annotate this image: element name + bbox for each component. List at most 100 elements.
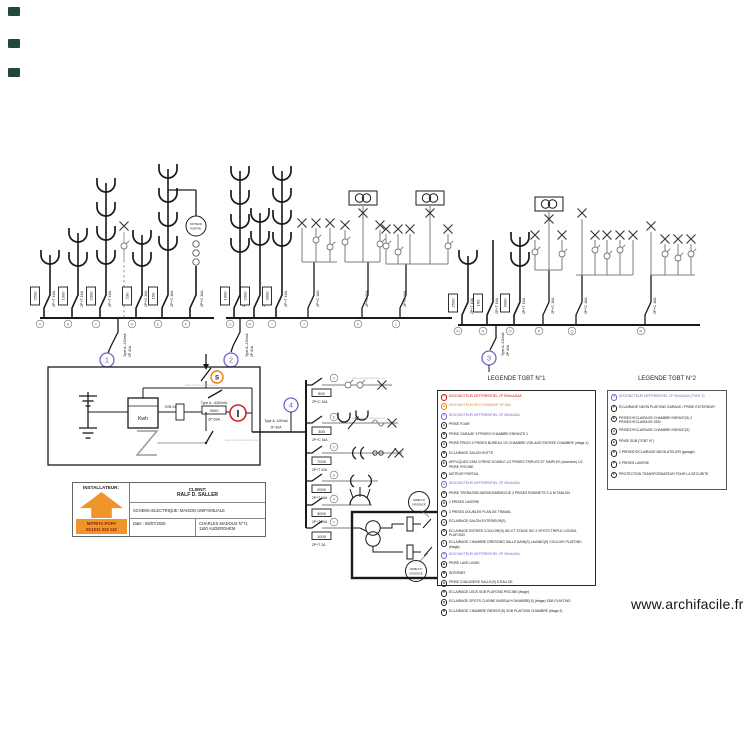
legend-item-label: 2 PRISES LAVERIE bbox=[448, 500, 480, 505]
legend-item: H 2 PRISES LAVERIE bbox=[440, 500, 594, 508]
date-label: Date : 08/07/2025 bbox=[133, 521, 166, 526]
circuit-branch-K: 2P+C 16A bbox=[339, 190, 386, 318]
feed-2: Type A- Δ30mA 2P 40A 2 bbox=[223, 318, 254, 368]
svg-text:O: O bbox=[508, 329, 511, 334]
legend-symbol-badge: E bbox=[610, 415, 618, 423]
legend-symbol-badge: F bbox=[440, 471, 448, 479]
tgbt2-branch-4: S 2000 2P+T 16A bbox=[306, 470, 378, 500]
legend-item-label: DISJONCTEUR DIFFERENTIEL 2P 30mA/40A bbox=[448, 412, 520, 417]
svg-text:P: P bbox=[538, 329, 541, 334]
legend-symbol-badge: 1 bbox=[440, 412, 448, 420]
svg-text:2P+T 2A: 2P+T 2A bbox=[312, 543, 326, 547]
title-block: INSTALLATEUR: MITRITA POPA 0C1011 019 12… bbox=[72, 482, 266, 537]
circuit-group-2: 1000 2P+T 16A 2000 2P+T 16A 3000 2P+T 16… bbox=[220, 165, 454, 368]
svg-text:2P+C 16A: 2P+C 16A bbox=[144, 290, 148, 307]
legend-symbol-badge: S bbox=[440, 403, 448, 411]
svg-text:2P+C 16A: 2P+C 16A bbox=[170, 290, 174, 307]
appliance-icon bbox=[415, 190, 445, 206]
legend-item: Q ECLAIRAGE SPOTS CUISINE BUREAU+CHAMBRE… bbox=[440, 599, 594, 607]
legend-item-label: ECLAIRAGE ENTREE COULOIR(S) WC ET ETAGE … bbox=[448, 528, 577, 538]
emergency-stop-badge: ARRET D' URGENCE bbox=[405, 560, 427, 582]
svg-text:2P 40A: 2P 40A bbox=[506, 344, 510, 356]
svg-text:F: F bbox=[185, 322, 188, 327]
legend-symbol-badge: 2 bbox=[440, 481, 448, 489]
legend-symbol-badge: D bbox=[440, 450, 448, 458]
svg-text:2P+T 16A: 2P+T 16A bbox=[52, 290, 56, 307]
tgbt2-branch-2: E 300 2P+C 16A bbox=[306, 409, 398, 442]
legend-symbol-badge: A bbox=[440, 422, 448, 430]
svg-text:2P+C 16A: 2P+C 16A bbox=[316, 290, 320, 307]
legend-item-label: 2 PRISES LAVERIE bbox=[618, 460, 650, 465]
legend-item-label: PRISES+ECLAIRAGE CHAMBRE ENFANT(S) bbox=[618, 428, 690, 433]
site-watermark-text: www.schema-electrique.net bbox=[185, 383, 218, 387]
circuit-branch-R: 2P+C 16A bbox=[644, 220, 697, 325]
legend-item-label: ECLAIRAGE SALON EXTERIEUR(S) bbox=[448, 519, 506, 524]
site-watermark-text: www.schema-electrique.net bbox=[352, 416, 385, 420]
svg-text:ARRET D': ARRET D' bbox=[413, 498, 426, 502]
legend-symbol-badge: V bbox=[610, 428, 618, 436]
installer-cell: INSTALLATEUR: MITRITA POPA 0C1011 019 12… bbox=[73, 483, 130, 536]
arrow-down-icon bbox=[203, 364, 209, 370]
legend2: 4 DISJONCTEUR DIFFERENTIEL 2P 30mA/40A (… bbox=[607, 390, 727, 490]
legend-symbol-badge: 4 bbox=[610, 394, 618, 401]
house-icon bbox=[80, 492, 123, 518]
svg-text:C: C bbox=[95, 322, 98, 327]
svg-text:2P+C 16A: 2P+C 16A bbox=[200, 290, 204, 307]
transformer-icon bbox=[365, 520, 381, 536]
legend-symbol-badge: T bbox=[610, 404, 618, 412]
svg-text:I: I bbox=[237, 408, 240, 420]
tgbt2-column: 4 Type A- Δ30mA 2P 40A T 500 2P+C 16A ww… bbox=[252, 373, 450, 582]
legend-symbol-badge: O bbox=[440, 580, 448, 588]
legend-item-label: ECLAIRAGE CHAMBRE DRESSING SALLE BAIN(S)… bbox=[448, 540, 582, 549]
legend-item: S DISJONCTEUR SECTIONNEUR 2P 63A bbox=[440, 403, 594, 411]
svg-text:3000: 3000 bbox=[317, 511, 327, 516]
svg-text:3000: 3000 bbox=[210, 408, 220, 413]
svg-text:2P+T 16A: 2P+T 16A bbox=[108, 290, 112, 307]
legend-symbol-badge: F bbox=[610, 471, 618, 479]
diff-circle-3: 3 bbox=[481, 350, 497, 366]
svg-text:2P+C 16A: 2P+C 16A bbox=[365, 290, 369, 307]
legend-item: E APPLIQUES GSM 3 PRISE DOUBLE 1/2 PRISE… bbox=[440, 460, 594, 469]
client-name: RALF D. SALLER bbox=[176, 492, 219, 498]
legend-item: E PRISES+ECLAIRAGE CHAMBRE ENFANT(S) 2 P… bbox=[610, 415, 725, 425]
svg-text:2: 2 bbox=[229, 356, 233, 365]
legend-item-label: DISJONCTEUR DIFFERENTIEL 2P 30mA/40A bbox=[448, 551, 520, 556]
svg-text:2500: 2500 bbox=[33, 291, 38, 301]
legend-item-label: DISJONCTEUR DIFFERENTIEL 2P 500mA/63A bbox=[448, 394, 522, 398]
circuit-branch-M: 2500 2P+T 16A bbox=[448, 249, 478, 325]
sectionneur-badge bbox=[210, 370, 224, 384]
pool-lamp-icon bbox=[406, 544, 433, 562]
svg-text:Type A- Δ30mA: Type A- Δ30mA bbox=[501, 332, 505, 356]
legend-symbol-badge: X bbox=[610, 450, 618, 457]
svg-text:K: K bbox=[357, 322, 360, 327]
svg-text:A: A bbox=[39, 322, 42, 327]
site-watermark-text: www.schema-electrique.net bbox=[225, 438, 258, 442]
svg-text:I: I bbox=[271, 322, 272, 327]
svg-text:Y: Y bbox=[333, 520, 336, 525]
legend-item-label: PRISE TERRASSE/JARDIN BARBECUE 2 PRISES … bbox=[448, 490, 570, 495]
project-row: SCHEMA ELECTRIQUE: MAISON UNIFAMILIALE bbox=[130, 503, 265, 519]
legend-item: O PRISE CHAUDIERE SALLE(S) D'EAU DE bbox=[440, 580, 594, 588]
legend-item: M PRISE LAVE LINGE bbox=[440, 561, 594, 569]
legend-item-label: APPLIQUES GSM 3 PRISE DOUBLE 1/2 PRISES … bbox=[448, 460, 583, 469]
earth-loop bbox=[135, 412, 214, 456]
svg-text:H: H bbox=[249, 322, 252, 327]
legend-item: I 3 PRISES DOUBLES PLAN DE TRAVAIL bbox=[440, 509, 594, 517]
legend-item-label: DISJONCTEUR DIFFERENTIEL 2P 30mA/40A (TG… bbox=[618, 394, 705, 398]
legend-item: F MOTEUR PORTAIL bbox=[440, 471, 594, 479]
svg-text:2P+T 32A: 2P+T 32A bbox=[312, 468, 328, 472]
circuit-branch-J: 2P+C 16A bbox=[296, 217, 337, 318]
svg-text:500: 500 bbox=[318, 391, 325, 396]
svg-text:160: 160 bbox=[476, 299, 481, 306]
tgbt2-branch-1: T 500 2P+C 16A www.schema-electrique.net bbox=[306, 373, 392, 404]
legend-symbol-badge: R bbox=[440, 608, 448, 616]
legend-item-label: PRISE SDB (TGBT N°) bbox=[618, 439, 654, 444]
svg-text:2P+C 16A: 2P+C 16A bbox=[551, 297, 555, 314]
circuit-branch-D: 230 2P+C 16A bbox=[122, 229, 152, 318]
legend-item-label: 3 PRISES DOUBLES PLAN DE TRAVAIL bbox=[448, 509, 512, 514]
svg-text:2P+C 16A: 2P+C 16A bbox=[584, 297, 588, 314]
branch-letters-g3: M N O P Q R bbox=[453, 326, 646, 336]
meta-row: Date : 08/07/2025 CHARLES MADOUX N°71 11… bbox=[130, 519, 265, 536]
legend-item: J ECLAIRAGE SALON EXTERIEUR(S) bbox=[440, 519, 594, 527]
svg-text:1000: 1000 bbox=[317, 534, 327, 539]
